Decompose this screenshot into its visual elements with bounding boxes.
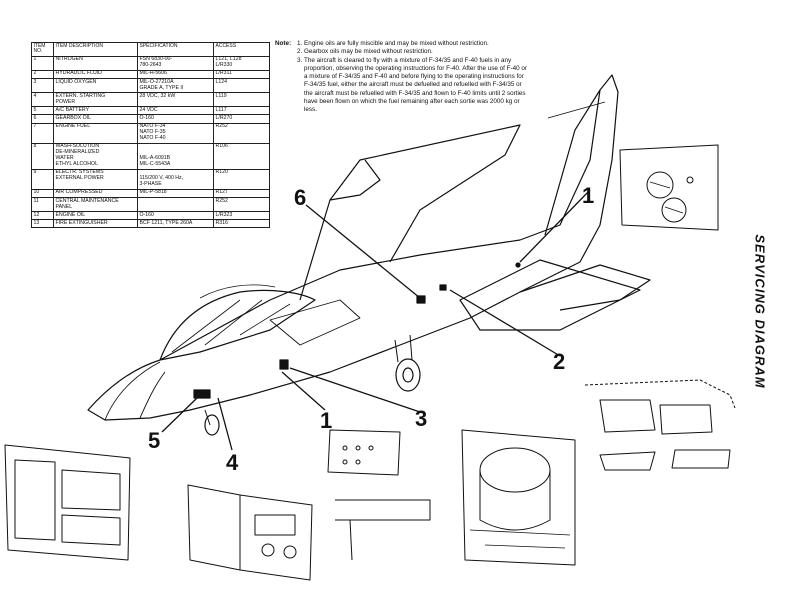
cell-description: CENTRAL MAINTENANCE PANEL [53, 196, 138, 213]
note-item: Gearbox oils may be mixed without restri… [304, 48, 530, 56]
tail-fin [544, 89, 601, 236]
wing-upper [299, 124, 521, 301]
notes-label: Note: [275, 40, 292, 47]
access-panel-marker [439, 284, 447, 291]
detail-view-2 [584, 379, 736, 471]
cell-access: R316 [213, 219, 270, 229]
callout-3: 3 [415, 406, 428, 431]
access-panel-marker [416, 295, 426, 304]
detail-view-4 [187, 484, 313, 581]
access-point [515, 262, 521, 268]
callout-4: 4 [226, 450, 239, 475]
detail-view-5 [4, 444, 131, 561]
notes-block: Note: Engine oils are fully miscible and… [275, 40, 530, 115]
servicing-table: ITEM NO. ITEM DESCRIPTION SPECIFICATION … [31, 42, 270, 229]
nose-wheel [204, 414, 220, 436]
table-header-row: ITEM NO. ITEM DESCRIPTION SPECIFICATION … [31, 42, 270, 57]
access-panel-marker [279, 359, 289, 370]
detail-view-3 [461, 429, 576, 566]
wing-lower [459, 259, 641, 331]
cell-access: L/R270 [213, 114, 270, 124]
intake [269, 299, 361, 346]
note-item: The aircraft is cleared to fly with a mi… [304, 57, 530, 115]
wing-glove [329, 159, 381, 201]
cell-access: R127 [213, 188, 270, 198]
main-wheel [395, 358, 421, 392]
callout-2: 2 [553, 349, 566, 374]
callout-1-bottom: 1 [320, 408, 333, 433]
note-item: Engine oils are fully miscible and may b… [304, 40, 530, 48]
nose-radome [104, 361, 166, 421]
cell-access: L/R311 [213, 69, 270, 79]
callout-1-top: 1 [582, 183, 595, 208]
callout-6: 6 [294, 185, 307, 210]
callout-5: 5 [148, 428, 161, 453]
canopy [159, 289, 316, 361]
detail-view-1-top [619, 144, 719, 231]
access-panel-marker [193, 389, 211, 399]
detail-view-1-bottom [327, 429, 431, 561]
cell-specification: NATO F-34 NATO F-35 NATO F-40 [137, 122, 214, 144]
tailplane [519, 264, 651, 311]
cell-access: R252 [213, 122, 270, 144]
cell-description: ENGINE FUEL [53, 122, 138, 144]
fuselage-outline [87, 74, 619, 421]
